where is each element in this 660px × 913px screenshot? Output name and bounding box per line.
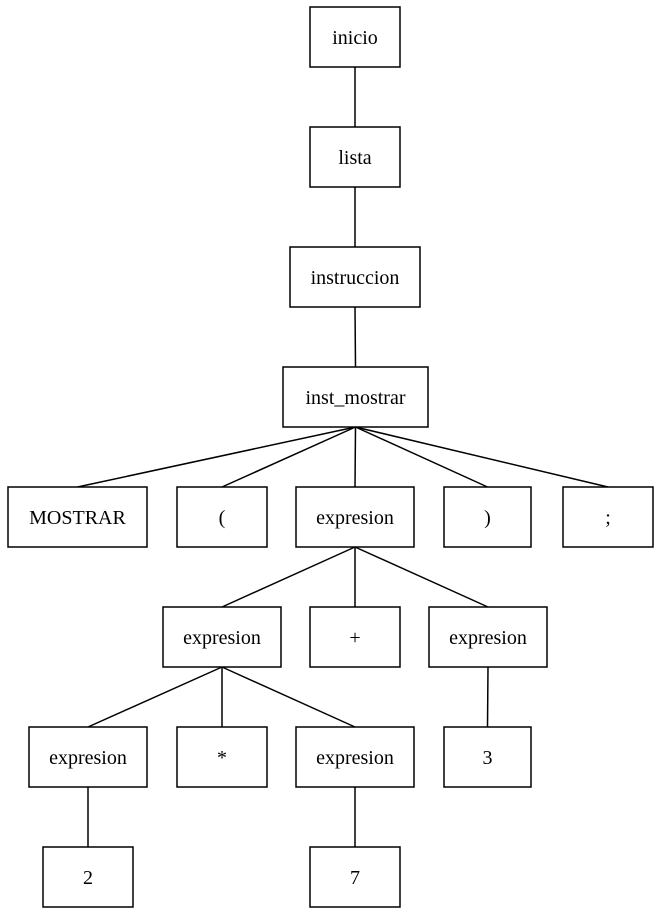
tree-edge [221,426,356,488]
node-label: ( [219,507,226,529]
node-label: ) [484,507,491,529]
tree-edge [354,426,357,488]
tree-edge [77,426,356,488]
tree-node-close-paren: ) [443,486,532,548]
node-label: expresion [183,627,261,649]
node-label: expresion [49,747,127,769]
node-box [562,486,654,548]
tree-edges [77,67,609,847]
node-label: 2 [83,867,93,889]
tree-edge [355,426,609,488]
tree-edge [354,306,357,368]
node-label: 3 [483,747,493,769]
tree-edge [355,426,488,488]
tree-node-expresion: expresion [162,606,282,668]
tree-node-expresion: expresion [295,486,415,548]
node-box [176,486,268,548]
tree-node-mostrar: MOSTRAR [7,486,148,548]
tree-edge [354,546,489,608]
tree-node-plus: + [309,606,401,668]
node-label: lista [338,147,371,169]
tree-nodes: MOSTRAR (2 expresion * 7 expresion expresion +3… [7,6,654,908]
node-box [7,486,148,548]
tree-node-expresion: expresion [295,726,415,788]
node-box [289,246,421,308]
tree-node-expresion: expresion [28,726,148,788]
tree-node-open-paren: ( [176,486,268,548]
node-box [309,846,401,908]
node-label: MOSTRAR [29,507,126,529]
node-box [309,126,401,188]
tree-node-7: 7 [309,846,401,908]
node-label: expresion [316,747,394,769]
node-label: inst_mostrar [306,387,406,409]
tree-node-2: 2 [42,846,134,908]
tree-edge [486,666,489,728]
tree-edge [221,666,356,728]
node-box [295,486,415,548]
node-label: * [217,747,227,769]
node-box [282,366,429,428]
tree-node-inicio: inicio [309,6,401,68]
node-box [42,846,134,908]
tree-node-3: 3 [443,726,532,788]
node-box [443,486,532,548]
tree-edge [87,666,223,728]
node-label: ; [605,507,611,529]
node-box [443,726,532,788]
node-box [295,726,415,788]
tree-edge [221,546,356,608]
node-label: + [349,627,360,649]
node-label: expresion [449,627,527,649]
node-box [428,606,548,668]
tree-node-semicolon: ; [562,486,654,548]
node-box [176,726,268,788]
node-label: 7 [350,867,360,889]
tree-node-asterisk: * [176,726,268,788]
node-label: expresion [316,507,394,529]
tree-node-lista: lista [309,126,401,188]
tree-node-instruccion: instruccion [289,246,421,308]
node-box [162,606,282,668]
node-box [309,606,401,668]
tree-node-inst-mostrar: inst_mostrar [282,366,429,428]
tree-node-expresion: expresion [428,606,548,668]
node-label: inicio [332,27,378,49]
node-box [309,6,401,68]
node-box [28,726,148,788]
node-label: instruccion [311,267,400,289]
